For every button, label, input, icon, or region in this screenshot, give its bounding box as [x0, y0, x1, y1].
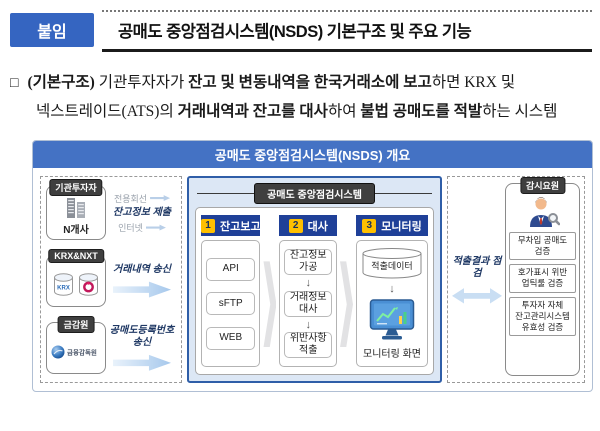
column-balance-report: 1 잔고보고 API sFTP WEB [201, 215, 261, 368]
step-number-badge: 2 [288, 218, 303, 233]
paragraph-segment: 불법 공매도를 적발 [360, 102, 483, 120]
double-arrow-icon [452, 288, 502, 304]
investors-flow-labels: 전용회선 잔고정보 제출 인터넷 [106, 192, 178, 235]
nextrade-database-icon [79, 273, 98, 297]
verification-item: 호가표시 위반 업틱룰 검증 [509, 264, 576, 293]
agent-node: 감시요원 무차입 공매도 검증 호가표시 위반 업틱룰 검증 투자자 자체 잔고… [505, 177, 580, 377]
investors-row: 기관투자자 N개사 [46, 179, 178, 241]
column-1-title: 잔고보고 [220, 220, 261, 233]
column-1-header: 1 잔고보고 [201, 215, 261, 237]
down-arrow-icon: ↓ [389, 283, 395, 295]
paragraph-segment: (기본구조) [27, 74, 99, 91]
column-3-title: 모니터링 [381, 220, 422, 233]
detection-database-label: 적출데이터 [371, 260, 412, 271]
balance-submit-label: 잔고정보 제출 [113, 206, 171, 218]
right-arrow-icon [150, 195, 171, 202]
process-step: 위반사항 적출 [284, 332, 332, 359]
column-2-header: 2 대사 [279, 215, 337, 237]
process-step: 잔고정보 가공 [284, 249, 332, 276]
investors-caption: N개사 [63, 225, 89, 237]
step-number-badge: 1 [201, 218, 215, 233]
agent-badge: 감시요원 [519, 177, 566, 195]
exchanges-badge: KRX&NXT [48, 249, 104, 264]
surveillance-panel: 적출결과 점검 감시요원 무차입 공매도 검증 호가표시 위반 업틱룰 검증 투… [447, 176, 585, 384]
down-arrow-icon: ↓ [305, 318, 311, 331]
square-bullet-icon: □ [10, 76, 19, 91]
exchanges-row: KRX&NXT KRX [46, 249, 178, 308]
reporters-panel: 기관투자자 N개사 [40, 176, 182, 384]
title-rule: 공매도 중앙점검시스템(NSDS) 기본구조 및 주요 기능 [102, 10, 592, 52]
exchanges-flow-labels: 거래내역 송신 [106, 264, 178, 299]
document-header: 붙임 공매도 중앙점검시스템(NSDS) 기본구조 및 주요 기능 [10, 10, 592, 52]
exchange-logos: KRX [52, 272, 100, 297]
paragraph-segment: 기관투자자가 [98, 74, 189, 91]
column-3-header: 3 모니터링 [356, 215, 428, 237]
regno-send-label: 공매도등록번호 송신 [109, 324, 175, 349]
review-label: 적출결과 점검 [452, 255, 502, 280]
channel-api: API [206, 257, 256, 281]
paragraph-segment: 하면 KRX 및 넥스트레이드(ATS)의 [36, 74, 516, 120]
regulator-badge: 금감원 [57, 316, 95, 334]
fss-logo-text: 금융감독원 [67, 347, 97, 356]
regulator-row: 금감원 금융감독원 공매도등록번호 송신 [46, 316, 178, 375]
column-monitoring: 3 모니터링 적출데이터 ↓ [356, 215, 428, 368]
system-inner: 1 잔고보고 API sFTP WEB 2 대사 [195, 207, 434, 376]
process-step: 거래정보 대사 [284, 290, 332, 317]
page-title: 공매도 중앙점검시스템(NSDS) 기본구조 및 주요 기능 [118, 23, 472, 41]
big-right-arrow-icon [113, 354, 171, 371]
right-arrow-icon [145, 224, 166, 231]
big-right-arrow-icon [113, 281, 171, 298]
body-paragraph: □ (기본구조) 기관투자자가 잔고 및 변동내역을 한국거래소에 보고하면 KR… [10, 69, 592, 126]
chevron-right-icon [340, 261, 353, 348]
paragraph-segment: 하여 [327, 102, 361, 120]
system-badge: 공매도 중앙점검시스템 [254, 182, 375, 204]
verification-item: 무차입 공매도 검증 [509, 232, 576, 261]
channel-sftp: sFTP [206, 292, 256, 316]
exchanges-node: KRX&NXT KRX [46, 249, 106, 308]
chevron-right-icon [263, 261, 277, 348]
system-badge-row: 공매도 중앙점검시스템 [195, 182, 434, 204]
fss-logo-icon: 금융감독원 [51, 345, 97, 359]
monitor-icon [369, 298, 415, 340]
internet-line-text: 인터넷 [118, 223, 143, 234]
krx-database-icon: KRX [54, 273, 73, 297]
column-1-body: API sFTP WEB [201, 240, 261, 368]
internet-line-label: 인터넷 [118, 221, 166, 234]
attachment-badge: 붙임 [10, 13, 94, 47]
diagram-title: 공매도 중앙점검시스템(NSDS) 개요 [33, 141, 592, 169]
inspector-person-icon [529, 197, 560, 228]
investors-node: 기관투자자 N개사 [46, 179, 106, 241]
step-number-badge: 3 [362, 218, 377, 233]
dedicated-line-text: 전용회선 [113, 193, 148, 204]
krx-logo-text: KRX [57, 286, 70, 292]
diagram-body: 기관투자자 N개사 [33, 168, 592, 391]
regulator-flow-labels: 공매도등록번호 송신 [106, 325, 178, 372]
trade-send-label: 거래내역 송신 [113, 264, 171, 276]
dedicated-line-label: 전용회선 [113, 192, 171, 205]
investors-badge: 기관투자자 [49, 179, 103, 197]
nsds-system-panel: 공매도 중앙점검시스템 1 잔고보고 API sFTP WEB [187, 176, 442, 384]
column-reconciliation: 2 대사 잔고정보 가공 ↓ 거래정보 대사 ↓ 위반사항 적출 [279, 215, 337, 368]
channel-web: WEB [206, 326, 256, 350]
paragraph-segment: 하는 시스템 [482, 102, 558, 120]
building-icon [67, 198, 85, 219]
column-2-title: 대사 [307, 220, 328, 233]
detection-database-icon: 적출데이터 [362, 248, 422, 279]
nsds-overview-diagram: 공매도 중앙점검시스템(NSDS) 개요 기관투자자 [32, 140, 593, 393]
down-arrow-icon: ↓ [305, 277, 311, 289]
paragraph-segment: 거래내역과 잔고를 대사 [177, 102, 328, 120]
paragraph-segment: 잔고 및 변동내역을 한국거래소에 보고 [188, 74, 432, 91]
column-2-body: 잔고정보 가공 ↓ 거래정보 대사 ↓ 위반사항 적출 [279, 240, 337, 368]
verification-item: 투자자 자체 잔고관리시스템 유효성 검증 [509, 296, 576, 336]
regulator-node: 금감원 금융감독원 [46, 316, 106, 375]
column-3-body: 적출데이터 ↓ [356, 240, 428, 368]
review-flow: 적출결과 점검 [452, 183, 502, 376]
monitor-caption: 모니터링 화면 [363, 349, 421, 361]
